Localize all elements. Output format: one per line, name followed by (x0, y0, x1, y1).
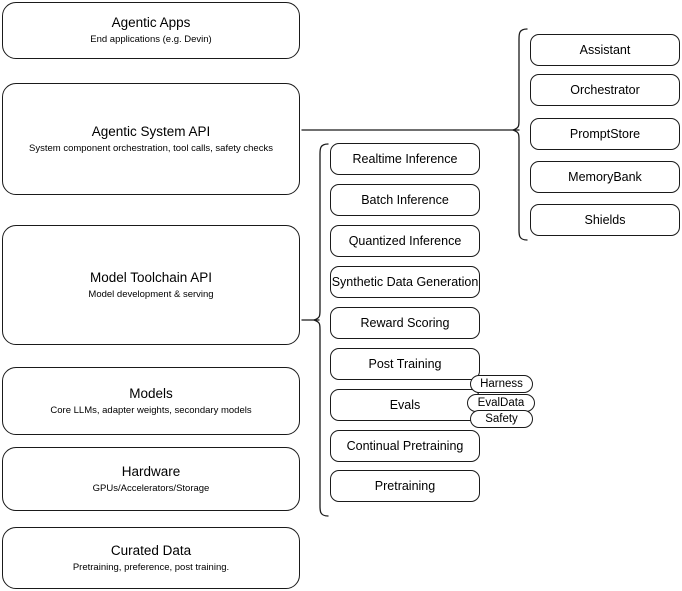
item-label: Assistant (579, 42, 631, 57)
item-label: Orchestrator (570, 82, 640, 97)
item-promptstore[interactable]: PromptStore (530, 118, 680, 150)
layer-subtitle: Model development & serving (88, 288, 214, 300)
item-label: Continual Pretraining (346, 438, 464, 453)
layer-title: Curated Data (110, 542, 192, 558)
item-post-training[interactable]: Post Training (330, 348, 480, 380)
item-evals[interactable]: Evals (330, 389, 480, 421)
item-label: PromptStore (569, 126, 641, 141)
tag-safety[interactable]: Safety (470, 410, 533, 428)
layer-subtitle: End applications (e.g. Devin) (90, 34, 212, 45)
item-label: Realtime Inference (352, 151, 458, 166)
tag-label: Safety (485, 412, 518, 425)
item-orchestrator[interactable]: Orchestrator (530, 74, 680, 106)
layer-models[interactable]: Models Core LLMs, adapter weights, secon… (2, 367, 300, 435)
item-pretraining[interactable]: Pretraining (330, 470, 480, 502)
layer-agentic-apps[interactable]: Agentic Apps End applications (e.g. Devi… (2, 2, 300, 59)
brace-right (512, 28, 528, 241)
layer-title: Agentic System API (91, 123, 211, 139)
item-shields[interactable]: Shields (530, 204, 680, 236)
item-reward-scoring[interactable]: Reward Scoring (330, 307, 480, 339)
tag-harness[interactable]: Harness (470, 375, 533, 393)
item-synthetic-data-generation[interactable]: Synthetic Data Generation (330, 266, 480, 298)
layer-title: Hardware (121, 463, 181, 479)
layer-subtitle: Pretraining, preference, post training. (72, 561, 230, 573)
item-label: Evals (389, 397, 421, 412)
layer-curated-data[interactable]: Curated Data Pretraining, preference, po… (2, 527, 300, 589)
brace-middle (313, 143, 329, 517)
item-batch-inference[interactable]: Batch Inference (330, 184, 480, 216)
layer-hardware[interactable]: Hardware GPUs/Accelerators/Storage (2, 447, 300, 511)
item-label: MemoryBank (568, 169, 642, 184)
item-continual-pretraining[interactable]: Continual Pretraining (330, 430, 480, 462)
layer-title: Model Toolchain API (89, 269, 213, 285)
item-assistant[interactable]: Assistant (530, 34, 680, 66)
item-label: Synthetic Data Generation (331, 274, 479, 289)
item-label: Pretraining (374, 478, 436, 493)
item-label: Reward Scoring (360, 315, 450, 330)
layer-model-toolchain-api[interactable]: Model Toolchain API Model development & … (2, 225, 300, 345)
tag-label: Harness (480, 377, 523, 390)
layer-subtitle: GPUs/Accelerators/Storage (92, 482, 210, 494)
item-realtime-inference[interactable]: Realtime Inference (330, 143, 480, 175)
layer-title: Agentic Apps (111, 15, 191, 30)
layer-subtitle: System component orchestration, tool cal… (29, 142, 273, 154)
tag-label: EvalData (477, 396, 525, 409)
item-label: Post Training (368, 356, 442, 371)
item-label: Shields (584, 212, 626, 227)
item-memorybank[interactable]: MemoryBank (530, 161, 680, 193)
item-quantized-inference[interactable]: Quantized Inference (330, 225, 480, 257)
layer-agentic-system-api[interactable]: Agentic System API System component orch… (2, 83, 300, 195)
layer-subtitle: Core LLMs, adapter weights, secondary mo… (50, 404, 252, 416)
item-label: Batch Inference (361, 192, 449, 207)
layer-title: Models (129, 385, 173, 401)
item-label: Quantized Inference (348, 233, 462, 248)
